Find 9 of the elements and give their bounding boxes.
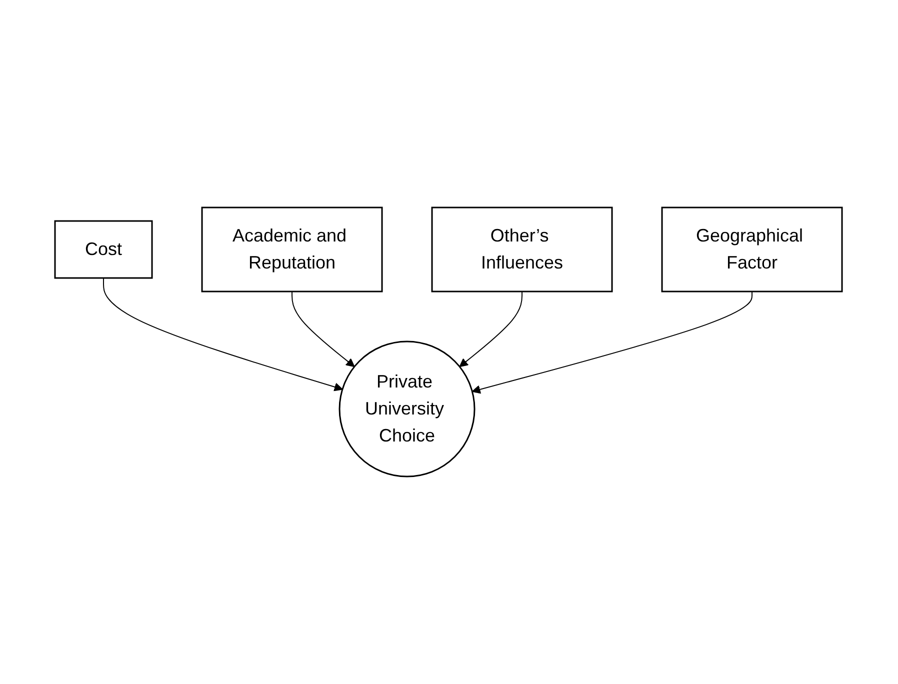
node-box: Geographical Factor — [662, 206, 844, 292]
node-box: Other’s Influences — [432, 206, 614, 292]
node-circle: Private University Choice — [339, 340, 476, 478]
arrow — [292, 291, 356, 368]
node-box: Academic and Reputation — [202, 206, 384, 292]
node-box: Cost — [54, 220, 154, 279]
arrow — [104, 278, 344, 392]
arrow — [472, 291, 753, 394]
arrow — [460, 291, 523, 368]
